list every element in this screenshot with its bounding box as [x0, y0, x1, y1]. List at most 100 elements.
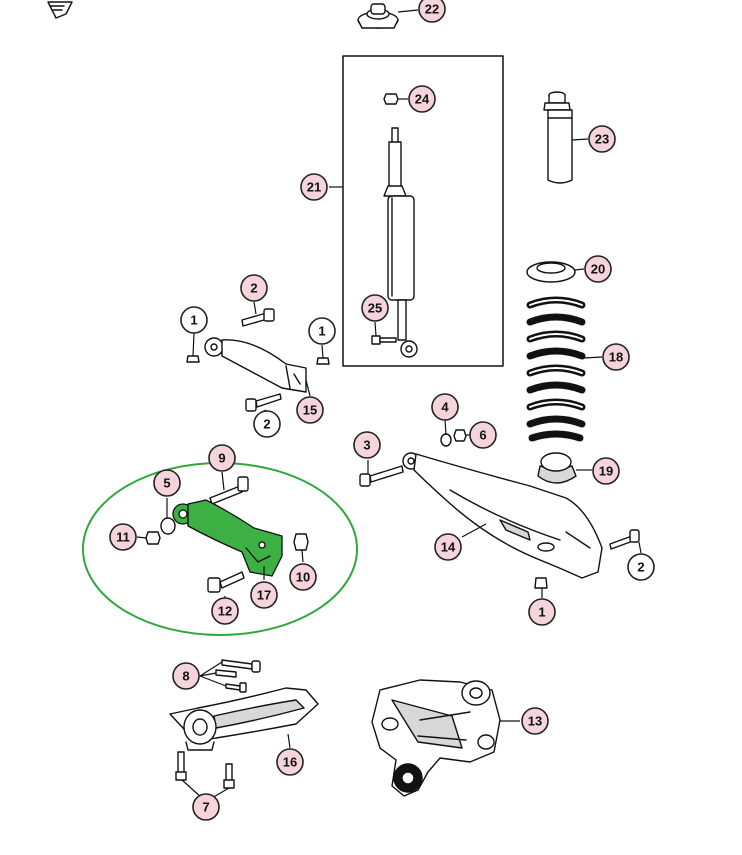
callout-circle [192, 793, 220, 821]
callout-label: 23 [595, 132, 609, 147]
callout-label: 12 [218, 604, 232, 619]
callout-label: 19 [599, 464, 613, 479]
callout-label: 7 [202, 800, 209, 815]
callout-label: 21 [307, 180, 321, 195]
callout-layer: 2224232120211251815246391951114210121718… [109, 0, 655, 821]
callout-21: 21 [300, 173, 328, 201]
part-3-bolt [359, 465, 404, 487]
callout-label: 9 [218, 451, 225, 466]
callout-circle [276, 748, 304, 776]
callout-label: 16 [283, 755, 297, 770]
callout-circle [208, 444, 236, 472]
callout-2: 2 [240, 274, 268, 302]
part-8-bolts [215, 659, 261, 693]
callout-circle [418, 0, 446, 23]
callout-circle [361, 294, 389, 322]
callout-circle [250, 581, 278, 609]
callout-circle [627, 553, 655, 581]
part-9-bolt [209, 476, 249, 505]
callout-20: 20 [584, 255, 612, 283]
callout-14: 14 [434, 533, 462, 561]
callout-circle [353, 431, 381, 459]
callout-label: 20 [591, 262, 605, 277]
callout-circle [172, 662, 200, 690]
callout-label: 17 [257, 588, 271, 603]
part-20-spring-isolator [526, 261, 576, 283]
callout-17: 17 [250, 581, 278, 609]
part-4-washer [440, 433, 452, 447]
callout-24: 24 [408, 85, 436, 113]
callout-label: 6 [479, 428, 486, 443]
callout-circle [240, 274, 268, 302]
callout-11: 11 [109, 523, 137, 551]
callout-circle [592, 457, 620, 485]
shock-absorber-box [342, 55, 504, 367]
callout-4: 4 [431, 393, 459, 421]
part-22-upper-mount [357, 3, 399, 29]
callout-label: 1 [538, 605, 545, 620]
callout-circle [584, 255, 612, 283]
callout-label: 10 [296, 570, 310, 585]
part-18-coil-spring-highlight [529, 299, 583, 408]
part-21-shock-absorber [383, 127, 418, 358]
callout-3: 3 [353, 431, 381, 459]
callout-label: 2 [263, 417, 270, 432]
callout-label: 2 [637, 560, 644, 575]
part-2-bolt-upper [241, 308, 275, 327]
part-11-nut [145, 531, 161, 545]
callout-circle [469, 421, 497, 449]
corner-fragment [47, 1, 73, 19]
callout-1: 1 [528, 598, 556, 626]
callout-label: 1 [318, 324, 325, 339]
callout-25: 25 [361, 294, 389, 322]
callout-label: 25 [368, 301, 382, 316]
callout-7: 7 [192, 793, 220, 821]
part-10-nut [293, 533, 309, 551]
part-13-knuckle [371, 679, 501, 797]
callout-label: 14 [441, 540, 456, 555]
callout-circle [408, 85, 436, 113]
callout-8: 8 [172, 662, 200, 690]
part-2-bolt-right [609, 529, 640, 550]
callout-1: 1 [308, 317, 336, 345]
callout-label: 1 [190, 313, 197, 328]
part-1-nut-upper-right [316, 357, 330, 365]
callout-label: 5 [163, 476, 170, 491]
part-5-washer [160, 517, 176, 535]
callout-label: 22 [425, 2, 439, 17]
callout-10: 10 [289, 563, 317, 591]
part-16-trailing-arm [169, 687, 319, 751]
callout-circle [180, 306, 208, 334]
part-25-bolt [371, 335, 397, 345]
callout-circle [296, 396, 324, 424]
callout-19: 19 [592, 457, 620, 485]
callout-circle [308, 317, 336, 345]
part-12-bolt [207, 571, 245, 593]
callout-label: 8 [182, 669, 189, 684]
part-24-nut [383, 93, 399, 105]
part-23-dust-boot [543, 91, 573, 184]
callout-2: 2 [627, 553, 655, 581]
callout-6: 6 [469, 421, 497, 449]
callout-5: 5 [153, 469, 181, 497]
part-15-upper-control-arm [204, 337, 307, 393]
callout-circle [528, 598, 556, 626]
callout-circle [588, 125, 616, 153]
callout-label: 18 [609, 350, 623, 365]
callout-23: 23 [588, 125, 616, 153]
part-7-studs [175, 751, 235, 789]
callout-circle [289, 563, 317, 591]
part-14-lower-control-arm [402, 452, 603, 579]
callout-13: 13 [521, 707, 549, 735]
callout-label: 11 [116, 530, 130, 545]
callout-1: 1 [180, 306, 208, 334]
part-6-nut [453, 429, 467, 442]
callout-12: 12 [211, 597, 239, 625]
callout-label: 3 [363, 438, 370, 453]
part-2-bolt-lower [245, 393, 282, 412]
callout-label: 13 [528, 714, 542, 729]
callout-9: 9 [208, 444, 236, 472]
callout-2: 2 [253, 410, 281, 438]
callout-label: 15 [303, 403, 317, 418]
callout-circle [253, 410, 281, 438]
